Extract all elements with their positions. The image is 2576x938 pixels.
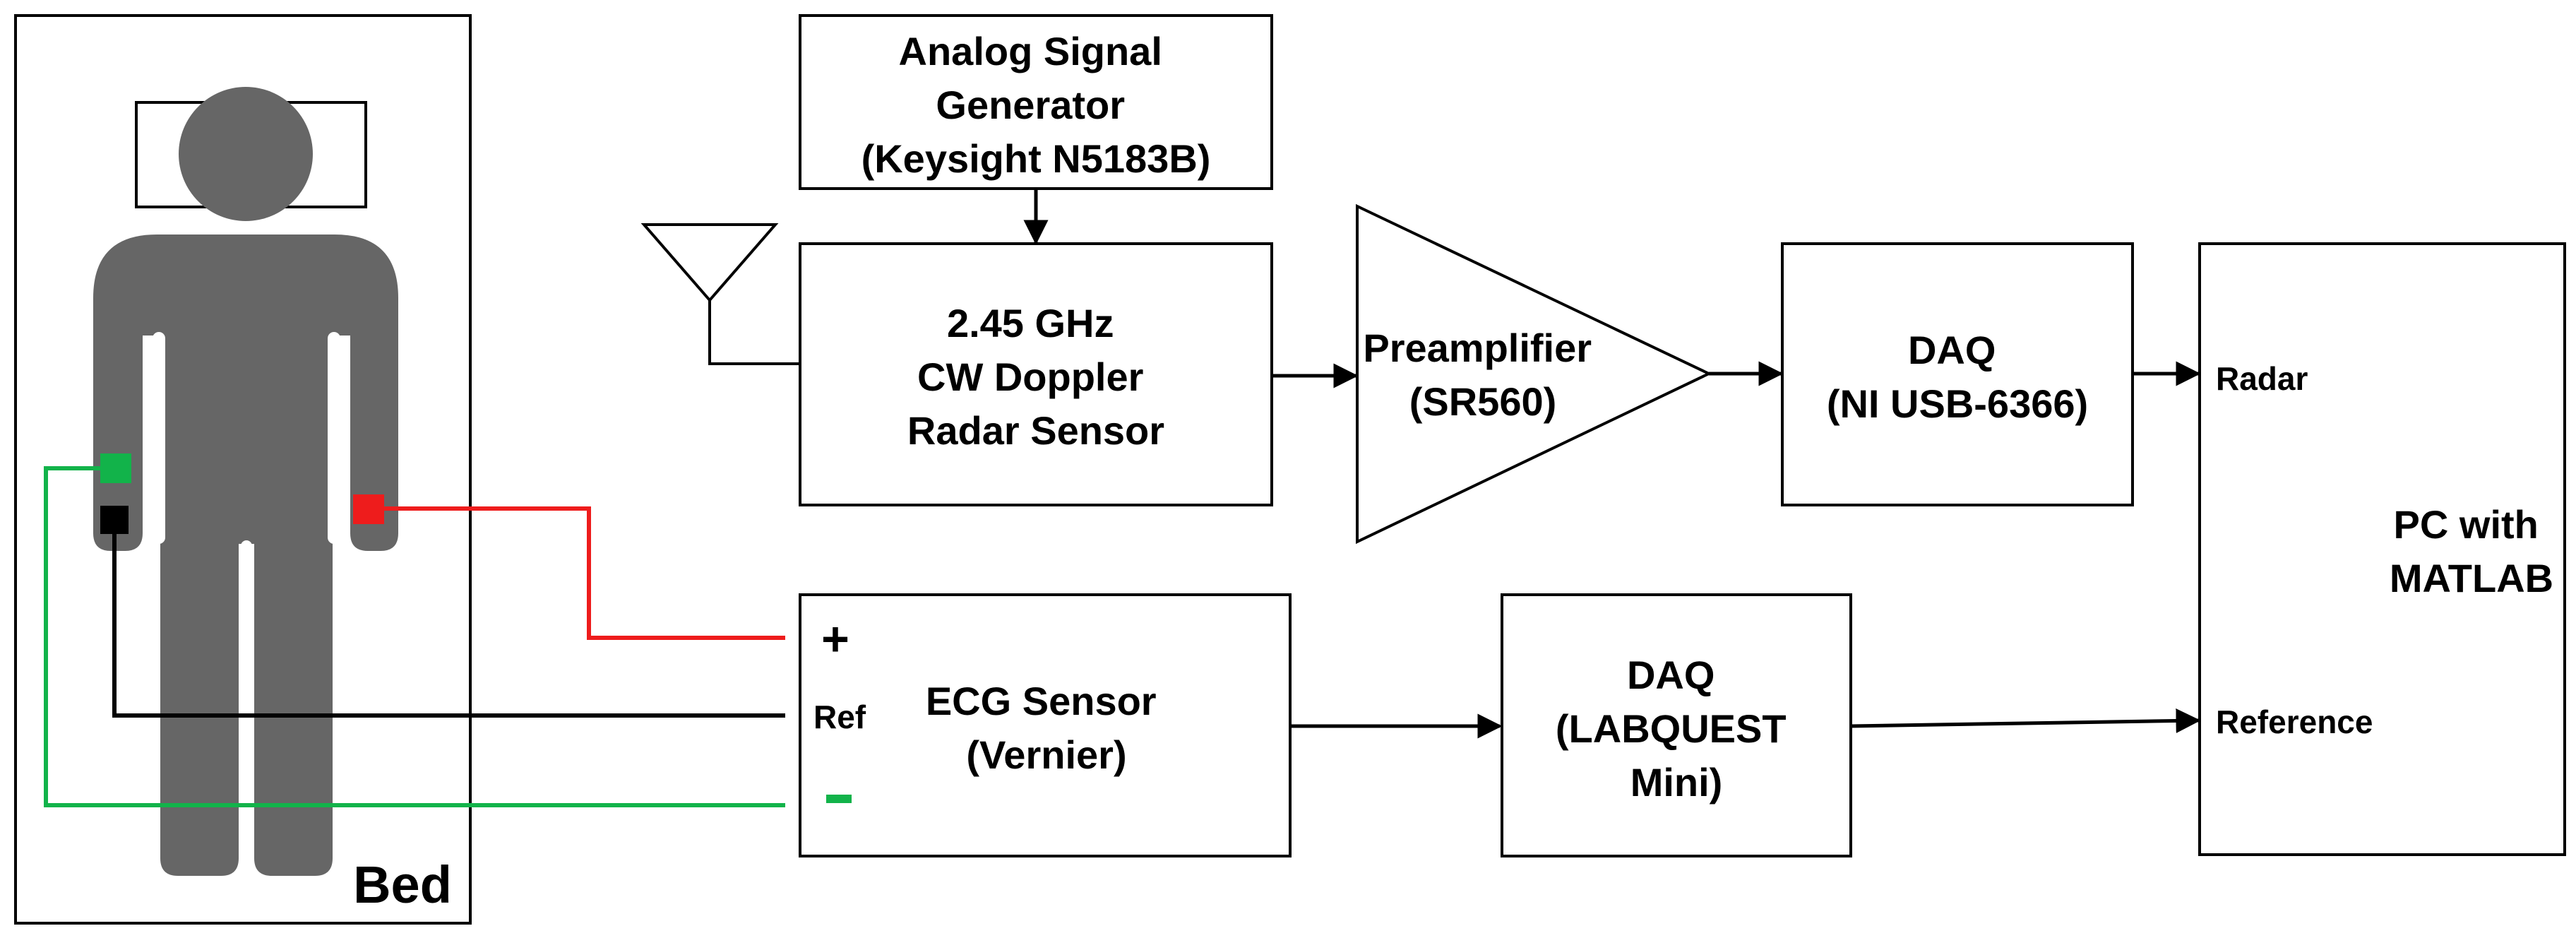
svg-text:2.45 GHz CW Doppler: 2.45 GHz CW Doppler Radar Sensor [907, 301, 1164, 453]
radar-sensor-line-1: 2.45 GHz [947, 301, 1114, 345]
daq-ecg-line-2: (LABQUEST [1556, 706, 1787, 751]
daq-radar-line-2: (NI USB-6366) [1827, 381, 2088, 426]
preamplifier-line-2: (SR560) [1409, 379, 1557, 424]
pc-block: PC with MATLAB Radar Reference [2198, 242, 2566, 856]
radar-sensor-block: 2.45 GHz CW Doppler Radar Sensor [799, 242, 1273, 506]
ecg-sensor-block: ECG Sensor (Vernier) [799, 593, 1292, 857]
daq-radar-block: DAQ (NI USB-6366) [1781, 242, 2134, 506]
reference-electrode-icon [100, 506, 129, 534]
pc-line-2: MATLAB [2390, 556, 2553, 600]
negative-electrode-icon [100, 453, 131, 483]
daq-ecg-line-1: DAQ [1627, 653, 1715, 697]
svg-text:ECG Sensor (Vernier): ECG Sensor (Vernier) [926, 679, 1167, 777]
positive-lead-wire [369, 506, 785, 640]
signal-generator-line-1: Analog Signal [899, 29, 1162, 73]
svg-text:DAQ (NI USB-6366): DAQ (NI USB-6366) [1827, 328, 2088, 426]
pc-input-reference: Reference [2216, 704, 2373, 740]
radar-sensor-line-2: CW Doppler [917, 355, 1143, 399]
svg-text:Preamplifier (SR560): Preamplifier (SR560) [1363, 326, 1602, 424]
pc-input-radar: Radar [2216, 360, 2308, 397]
daq-radar-line-1: DAQ [1908, 328, 1996, 372]
daq-ecg-block: DAQ (LABQUEST Mini) [1501, 593, 1852, 857]
svg-text:DAQ (LABQUEST Mini: DAQ (LABQUEST Mini) [1556, 653, 1797, 805]
signal-generator-block: Analog Signal Generator (Keysight N5183B… [799, 14, 1273, 190]
daq-to-pc-reference-arrow [1850, 708, 2201, 734]
ecg-terminal-positive: + [821, 612, 849, 666]
pc-line-1: PC with [2394, 502, 2539, 547]
svg-text:PC with MATLAB: PC with MATLAB [2390, 502, 2553, 600]
svg-text:Analog Signal Generator: Analog Signal Generator (Keysight N5183B… [861, 29, 1211, 181]
reference-lead-wire [112, 523, 785, 718]
preamplifier-line-1: Preamplifier [1363, 326, 1592, 370]
negative-lead-wire [44, 466, 785, 807]
ecg-terminal-negative [826, 795, 852, 803]
positive-electrode-icon [353, 494, 384, 524]
signal-generator-line-2: Generator [936, 83, 1125, 127]
ecg-terminal-reference: Ref [813, 699, 866, 735]
signal-generator-line-3: (Keysight N5183B) [861, 136, 1211, 181]
ecg-sensor-line-1: ECG Sensor [926, 679, 1157, 723]
amplifier-triangle-icon: Preamplifier (SR560) [1356, 203, 1712, 545]
daq-ecg-line-3: Mini) [1630, 760, 1723, 805]
radar-sensor-line-3: Radar Sensor [907, 408, 1164, 453]
bed-label: Bed [353, 855, 452, 914]
ecg-sensor-line-2: (Vernier) [966, 732, 1126, 777]
antenna-icon [640, 223, 800, 365]
